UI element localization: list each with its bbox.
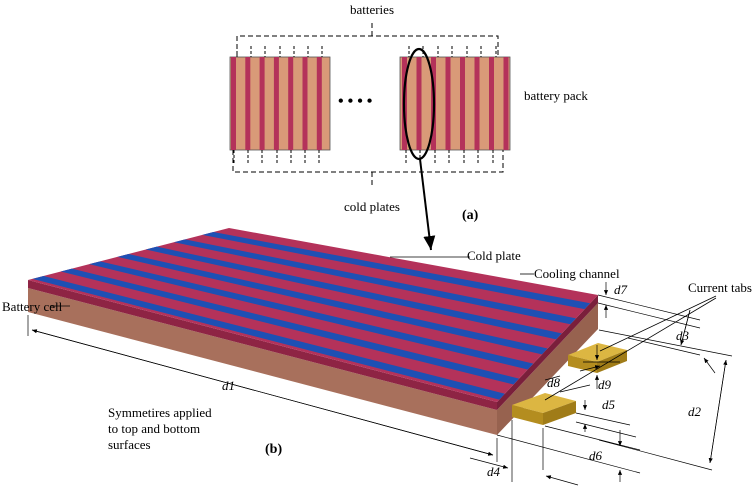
- cold-plates-label: cold plates: [344, 199, 400, 214]
- cold-plate-stripe: [245, 57, 251, 150]
- cooling-channel-label: Cooling channel: [534, 266, 620, 281]
- cold-plate-stripe: [316, 57, 322, 150]
- cold-plate-stripe: [231, 57, 236, 150]
- cooling-channel: [145, 246, 562, 340]
- cold-plate-stripe: [503, 57, 509, 150]
- cold-plate-stripe: [460, 57, 465, 150]
- dim-d3: d3: [676, 328, 690, 343]
- cooling-channel: [89, 261, 534, 370]
- cooling-channel: [60, 268, 520, 385]
- batteries-bracket: [236, 22, 499, 57]
- dim-d8: d8: [547, 375, 561, 390]
- dim-d7: d7: [614, 282, 628, 297]
- cold-plate-edge-right: [497, 295, 598, 410]
- dimension-lines: [27, 282, 733, 486]
- dim-d2: d2: [688, 404, 702, 419]
- dim-d9: d9: [598, 377, 612, 392]
- part-b: Cold plate Cooling channel Battery cell …: [2, 228, 752, 486]
- current-tabs-label: Current tabs: [688, 280, 752, 295]
- cold-plate-stripe: [416, 57, 422, 150]
- battery-cell-label: Battery cell: [2, 299, 63, 314]
- cold-plate-stripe: [489, 57, 494, 150]
- cold-plate-stripe: [474, 57, 480, 150]
- cooling-channel: [32, 275, 505, 400]
- cooling-channel: [117, 254, 548, 355]
- cold-plate-stripe: [445, 57, 451, 150]
- dim-d5: d5: [602, 397, 616, 412]
- dim-d1: d1: [222, 378, 235, 393]
- current-tab-lower: [512, 393, 576, 425]
- right-battery-group: [399, 56, 511, 151]
- batteries-label: batteries: [350, 2, 394, 17]
- dim-d4: d4: [487, 464, 501, 479]
- leader-lines: [50, 256, 717, 401]
- ellipsis-dots: • • • •: [338, 93, 372, 110]
- note-line-2: to top and bottom: [108, 421, 200, 436]
- cold-plates-bracket: [232, 150, 504, 188]
- note-line-1: Symmetires applied: [108, 405, 212, 420]
- cold-plate-stripe: [302, 57, 308, 150]
- cell-front-face: [28, 288, 497, 435]
- part-a: batteries • • • • battery pack cold plat…: [229, 2, 588, 251]
- cold-plate-stripe: [288, 57, 294, 150]
- left-battery-group: [229, 56, 331, 151]
- note-line-3: surfaces: [108, 437, 151, 452]
- highlight-ellipse: [402, 47, 436, 161]
- part-b-label: (b): [265, 442, 282, 457]
- zoom-arrow: [419, 158, 436, 251]
- cooling-channels: [32, 232, 591, 400]
- cooling-channel: [174, 239, 576, 325]
- dim-d6: d6: [589, 448, 603, 463]
- cold-plate-edge-front: [28, 280, 497, 410]
- battery-pack-label: battery pack: [524, 88, 588, 103]
- cold-plate-label: Cold plate: [467, 248, 521, 263]
- cooling-channel: [202, 232, 591, 310]
- cold-plate-stripe: [259, 57, 265, 150]
- cold-plate-stripe: [273, 57, 279, 150]
- part-a-label: (a): [462, 208, 479, 223]
